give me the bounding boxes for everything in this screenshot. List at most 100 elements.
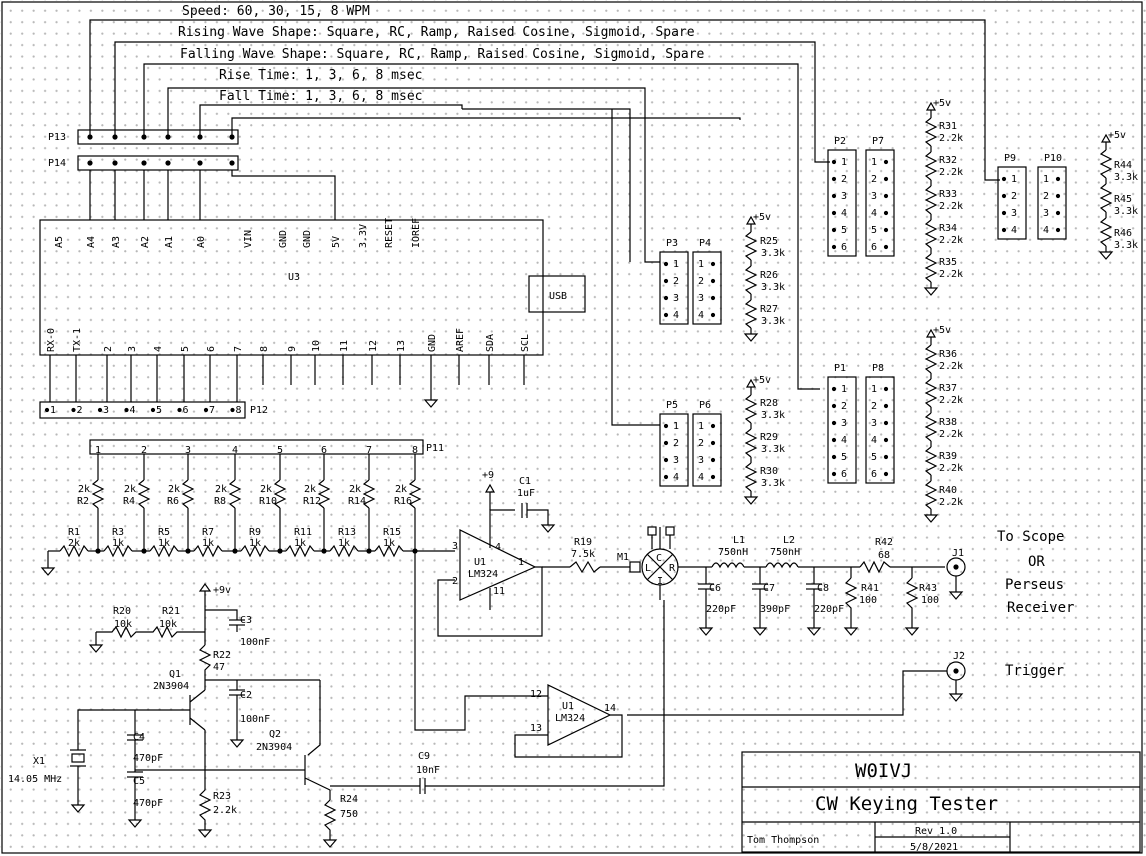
u1b-opamp (547, 684, 612, 746)
p13-header (77, 129, 239, 145)
p7-header-pin-4: 4 (871, 208, 877, 219)
m1-label: M1 (617, 552, 629, 563)
r27-value: 3.3k (761, 316, 785, 327)
ladder-top-value-1: 2k (78, 484, 90, 495)
r25-value: 3.3k (761, 248, 785, 259)
arduino-pin-tx-1: TX-1 (72, 328, 83, 352)
p12-header (39, 401, 246, 419)
arduino-pin-gnd: GND (302, 230, 313, 248)
r38-value: 2.2k (939, 429, 963, 440)
arduino-pin-12: 12 (368, 340, 379, 352)
p12-pin-7: 7 (209, 405, 215, 416)
p9-header (997, 166, 1027, 240)
p10-chain-supply: +5v (1108, 130, 1126, 141)
q2-label: Q2 (269, 729, 281, 740)
arduino-pin-a1: A1 (164, 236, 175, 248)
u1b-pin14: 14 (604, 703, 616, 714)
title-author: Tom Thompson (747, 835, 819, 846)
arduino-pin-7: 7 (233, 346, 244, 352)
p11-pin-1: 1 (95, 445, 101, 456)
r40-value: 2.2k (939, 497, 963, 508)
arduino-gnd-symbol (423, 355, 439, 408)
p11-pin-7: 7 (366, 445, 372, 456)
p12-pin-1: 1 (50, 405, 56, 416)
c9-value: 10nF (416, 765, 440, 776)
p13-label: P13 (48, 132, 66, 143)
p9-header-label: P9 (1004, 153, 1016, 164)
p9-header-pin-4: 4 (1011, 225, 1017, 236)
ladder-top-value-6: 2k (304, 484, 316, 495)
q2-part: 2N3904 (256, 742, 292, 753)
r30-label: R30 (760, 466, 778, 477)
p4-chain-supply: +5v (753, 212, 771, 223)
u1a-pin3: 3 (452, 541, 458, 552)
p6-header-pin-4: 4 (698, 472, 704, 483)
r20-value: 10k (114, 619, 132, 630)
ladder-bottom-value-8: 1k (383, 538, 395, 549)
c4-label: C4 (133, 732, 145, 743)
ladder-top-value-5: 2k (260, 484, 272, 495)
r19 (569, 560, 601, 574)
r22-label: R22 (213, 650, 231, 661)
ladder-top-value-4: 2k (215, 484, 227, 495)
r26-label: R26 (760, 270, 778, 281)
oscillator-wires (70, 591, 665, 848)
speed-label: Speed: 60, 30, 15, 8 WPM (182, 4, 370, 19)
p5-header-pin-3: 3 (673, 455, 679, 466)
p12-pin-2: 2 (77, 405, 83, 416)
r42-label: R42 (875, 537, 893, 548)
ladder-top-value-7: 2k (349, 484, 361, 495)
ladder-top-ref-7: R14 (348, 496, 366, 507)
c6-label: C6 (709, 583, 721, 594)
p12-pin-3: 3 (103, 405, 109, 416)
p14-label: P14 (48, 158, 66, 169)
r33-label: R33 (939, 189, 957, 200)
r24-value: 750 (340, 809, 358, 820)
p3-header-pin-1: 1 (673, 259, 679, 270)
mixer-c: C (656, 553, 662, 564)
p5-header-pin-4: 4 (673, 472, 679, 483)
p1-header-pin-3: 3 (841, 418, 847, 429)
ladder-top-ref-5: R10 (259, 496, 277, 507)
p10-header (1037, 166, 1067, 240)
r34-label: R34 (939, 223, 957, 234)
arduino-pin-reset: RESET (384, 218, 395, 248)
arduino-pin-a2: A2 (140, 236, 151, 248)
p11-pin-5: 5 (277, 445, 283, 456)
p12-pin-5: 5 (156, 405, 162, 416)
arduino-pin-a5: A5 (54, 236, 65, 248)
u1a-pin11: 11 (493, 586, 505, 597)
j2-jack (627, 661, 966, 716)
p7-chain-supply: +5v (933, 98, 951, 109)
p6-header-pin-1: 1 (698, 421, 704, 432)
r22-value: 47 (213, 662, 225, 673)
c8-value: 220pF (814, 604, 844, 615)
p3-header-pin-4: 4 (673, 310, 679, 321)
p1-header-pin-6: 6 (841, 469, 847, 480)
arduino-pin-ioref: IOREF (411, 218, 422, 248)
ladder-bottom-ref-3: R5 (158, 527, 170, 538)
u1a-pin1: 1 (518, 557, 524, 568)
ladder-bottom-value-1: 2k (68, 538, 80, 549)
l1-value: 750nH (718, 547, 748, 558)
p1-header-pin-4: 4 (841, 435, 847, 446)
c1-value: 1uF (517, 488, 535, 499)
p1-header-label: P1 (834, 363, 846, 374)
title-rev: Rev 1.0 (915, 826, 957, 837)
arduino-pin-gnd: GND (427, 334, 438, 352)
p2-header (827, 149, 857, 257)
p6-header-pin-2: 2 (698, 438, 704, 449)
p8-header-pin-1: 1 (871, 384, 877, 395)
u1a-pin4: 4 (495, 542, 501, 553)
mixer-r: R (669, 563, 676, 574)
arduino-pin-10: 10 (311, 340, 322, 352)
q1-label: Q1 (169, 669, 181, 680)
r32-label: R32 (939, 155, 957, 166)
arduino-pin-sda: SDA (485, 334, 496, 352)
r31-label: R31 (939, 121, 957, 132)
ladder-bottom-ref-7: R13 (338, 527, 356, 538)
r32-value: 2.2k (939, 167, 963, 178)
r39-label: R39 (939, 451, 957, 462)
